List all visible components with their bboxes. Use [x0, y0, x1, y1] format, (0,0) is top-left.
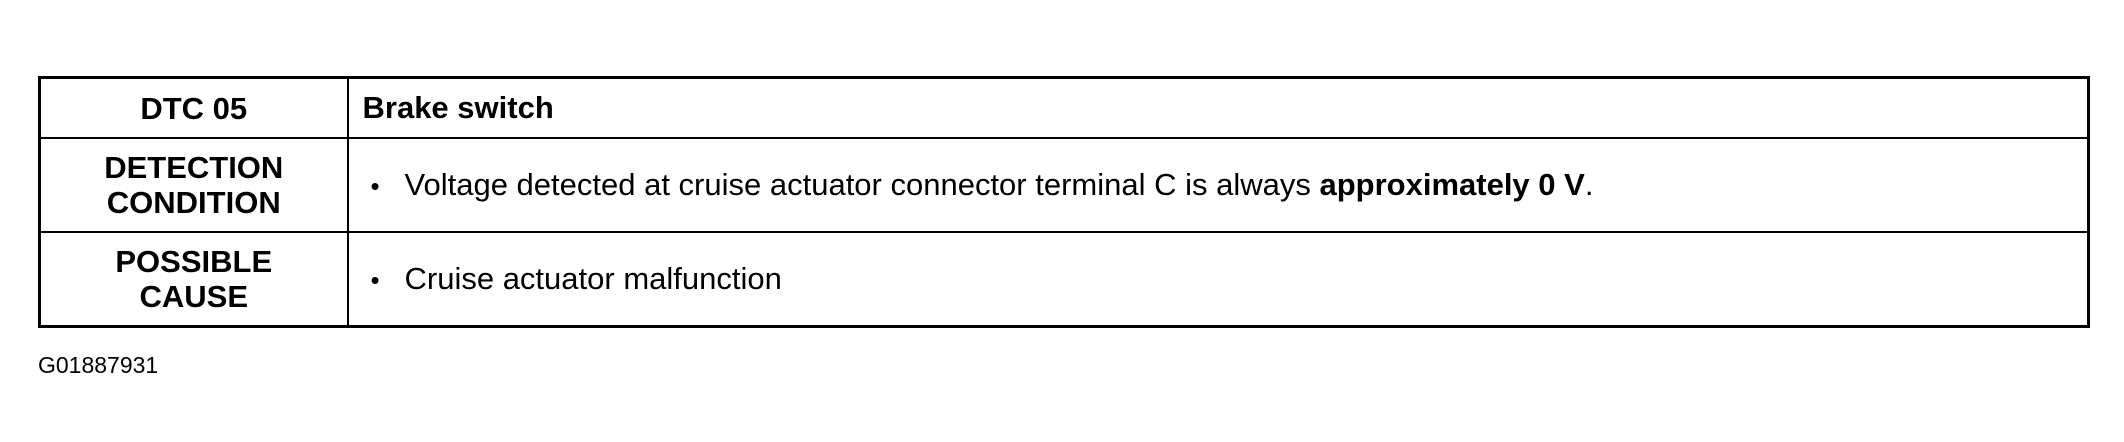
detection-text-plain: Voltage detected at cruise actuator conn…: [404, 167, 1320, 202]
dtc-title: Brake switch: [346, 76, 2090, 139]
figure-id: G01887931: [38, 352, 159, 378]
possible-cause-label: POSSIBLE CAUSE: [38, 231, 349, 328]
bullet-icon: •: [370, 265, 380, 295]
bullet-icon: •: [370, 171, 380, 201]
dtc-table: DTC 05 Brake switch DETECTION CONDITION …: [38, 76, 2090, 328]
cause-label-line2: CAUSE: [139, 279, 248, 314]
cause-label-line1: POSSIBLE: [115, 244, 273, 279]
detection-condition-row: DETECTION CONDITION • Voltage detected at…: [38, 137, 2090, 233]
cause-text: Cruise actuator malfunction: [404, 261, 782, 296]
dtc-code: DTC 05: [38, 76, 349, 139]
detection-label-line2: CONDITION: [106, 185, 281, 220]
possible-cause-text: • Cruise actuator malfunction: [346, 231, 2090, 328]
detection-text-end: .: [1584, 167, 1594, 202]
possible-cause-row: POSSIBLE CAUSE • Cruise actuator malfunct…: [38, 231, 2090, 328]
detection-condition-text: • Voltage detected at cruise actuator con…: [346, 137, 2090, 233]
detection-label-line1: DETECTION: [104, 150, 284, 185]
header-row: DTC 05 Brake switch: [38, 76, 2090, 139]
detection-condition-label: DETECTION CONDITION: [38, 137, 349, 233]
detection-text-bold: approximately 0 V: [1319, 167, 1585, 202]
